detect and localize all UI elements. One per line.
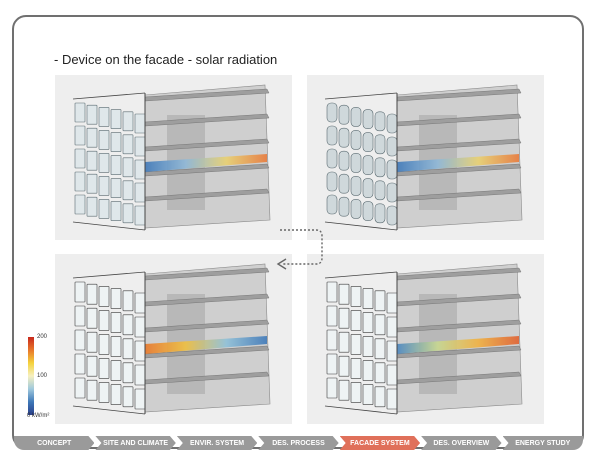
nav-tab-des-process[interactable]: DES. PROCESS: [258, 436, 338, 450]
render-panel-bottom-left: [55, 254, 292, 424]
render-panel-bottom-right: [307, 254, 544, 424]
legend-max-label: 200: [37, 334, 48, 340]
nav-tab-energy-study[interactable]: ENERGY STUDY: [502, 436, 583, 450]
legend-min-label: 0 kW/m²: [27, 413, 50, 419]
render-panel-top-right: [307, 75, 544, 240]
render-panel-top-left: [55, 75, 292, 240]
building-render: [72, 84, 271, 231]
slide-title: - Device on the facade - solar radiation: [54, 52, 278, 67]
section-nav: CONCEPT SITE AND CLIMATE ENVIR. SYSTEM D…: [14, 436, 584, 450]
building-render: [324, 84, 523, 231]
nav-tab-envir-system[interactable]: ENVIR. SYSTEM: [177, 436, 257, 450]
radiation-legend: 200 100 0 kW/m²: [26, 333, 86, 425]
building-render: [324, 263, 523, 415]
legend-color-bar: [28, 337, 34, 415]
dotted-arrow-icon: [276, 229, 323, 270]
nav-tab-concept[interactable]: CONCEPT: [14, 436, 94, 450]
nav-tab-des-overview[interactable]: DES. OVERVIEW: [421, 436, 501, 450]
building-render: [72, 263, 271, 415]
nav-tab-site-and-climate[interactable]: SITE AND CLIMATE: [95, 436, 175, 450]
legend-mid-label: 100: [37, 373, 48, 379]
nav-tab-facade-system[interactable]: FACADE SYSTEM: [340, 436, 420, 450]
